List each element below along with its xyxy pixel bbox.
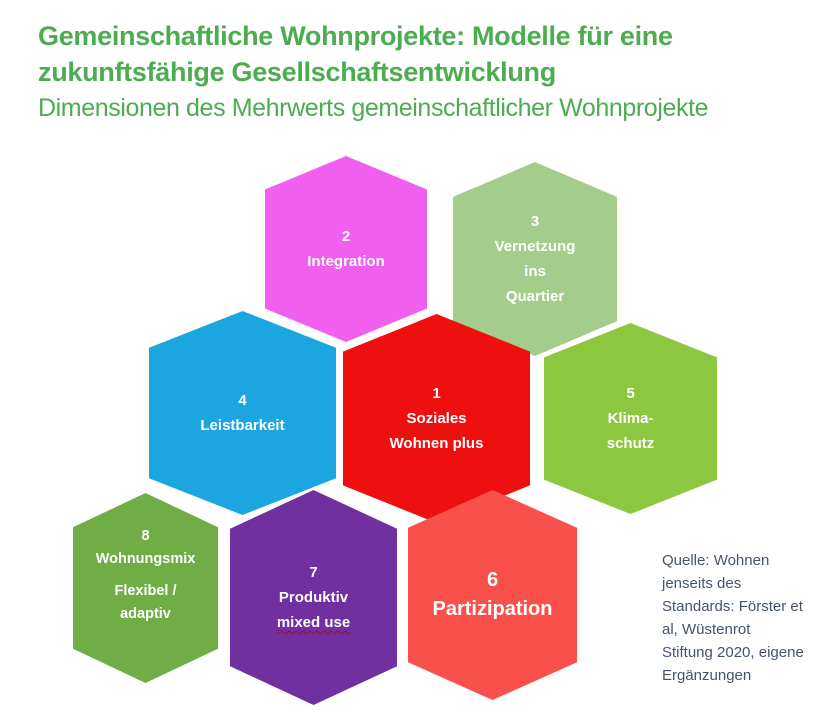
page-title-line-2: zukunftsfähige Gesellschaftsentwicklung [38, 57, 556, 87]
hexagon-label: Klima- [607, 410, 654, 427]
source-citation-line: jenseits des [662, 575, 742, 592]
hexagon-number: 2 [341, 228, 351, 245]
hexagon-label: Soziales [406, 410, 467, 427]
source-citation-line: Quelle: Wohnen [662, 552, 770, 569]
hexagon-number: 8 [141, 528, 150, 544]
hexagon-label: Produktiv [278, 589, 349, 606]
source-citation: Quelle: Wohnen jenseits des Standards: F… [662, 549, 828, 687]
hexagon-label: Integration [307, 253, 385, 270]
hexagon-label: Vernetzung [494, 238, 576, 255]
header: Gemeinschaftliche Wohnprojekte: Modelle … [38, 18, 798, 126]
page-title-line-1: Gemeinschaftliche Wohnprojekte: Modelle … [38, 21, 673, 51]
hexagon-integration: 2 Integration [265, 156, 427, 342]
hexagon-label: Wohnungsmix [95, 551, 196, 567]
hexagon-label: schutz [606, 435, 655, 452]
hexagon-number: 5 [626, 385, 635, 402]
hexagon-label: Partizipation [432, 598, 553, 620]
hexagon-label: Flexibel / [114, 583, 177, 599]
hexagon-produktiv-mixed-use: 7 Produktiv mixed use [230, 490, 397, 705]
hexagon-wohnungsmix: 8 Wohnungsmix Flexibel / adaptiv [73, 493, 218, 683]
source-citation-line: al, Wüstenrot [662, 621, 751, 638]
hexagon-number: 4 [238, 392, 247, 409]
hexagon-label: ins [524, 263, 546, 280]
hexagon-number: 6 [486, 569, 499, 591]
hexagon-label: Wohnen plus [389, 435, 484, 452]
source-citation-line: Stiftung 2020, eigene [662, 644, 804, 661]
source-citation-line: Ergänzungen [662, 667, 752, 684]
hexagon-label: Quartier [505, 288, 565, 305]
hexagon-partizipation: 6 Partizipation [408, 490, 577, 700]
hexagon-vernetzung-ins-quartier: 3 Vernetzung ins Quartier [453, 162, 617, 356]
hexagon-label: adaptiv [120, 606, 171, 622]
page-subtitle: Dimensionen des Mehrwerts gemeinschaftli… [38, 94, 709, 122]
hexagon-number: 3 [530, 213, 540, 230]
hexagon-leistbarkeit: 4 Leistbarkeit [149, 311, 336, 515]
hexagon-label: Leistbarkeit [200, 417, 285, 434]
hexagon-number: 7 [309, 564, 318, 581]
hexagon-label: mixed use [276, 614, 351, 631]
hexagon-klimaschutz: 5 Klima- schutz [544, 323, 717, 514]
hexagon-soziales-wohnen-plus: 1 Soziales Wohnen plus [343, 314, 530, 523]
hexagon-number: 1 [432, 385, 441, 402]
source-citation-line: Standards: Förster et [662, 598, 803, 615]
